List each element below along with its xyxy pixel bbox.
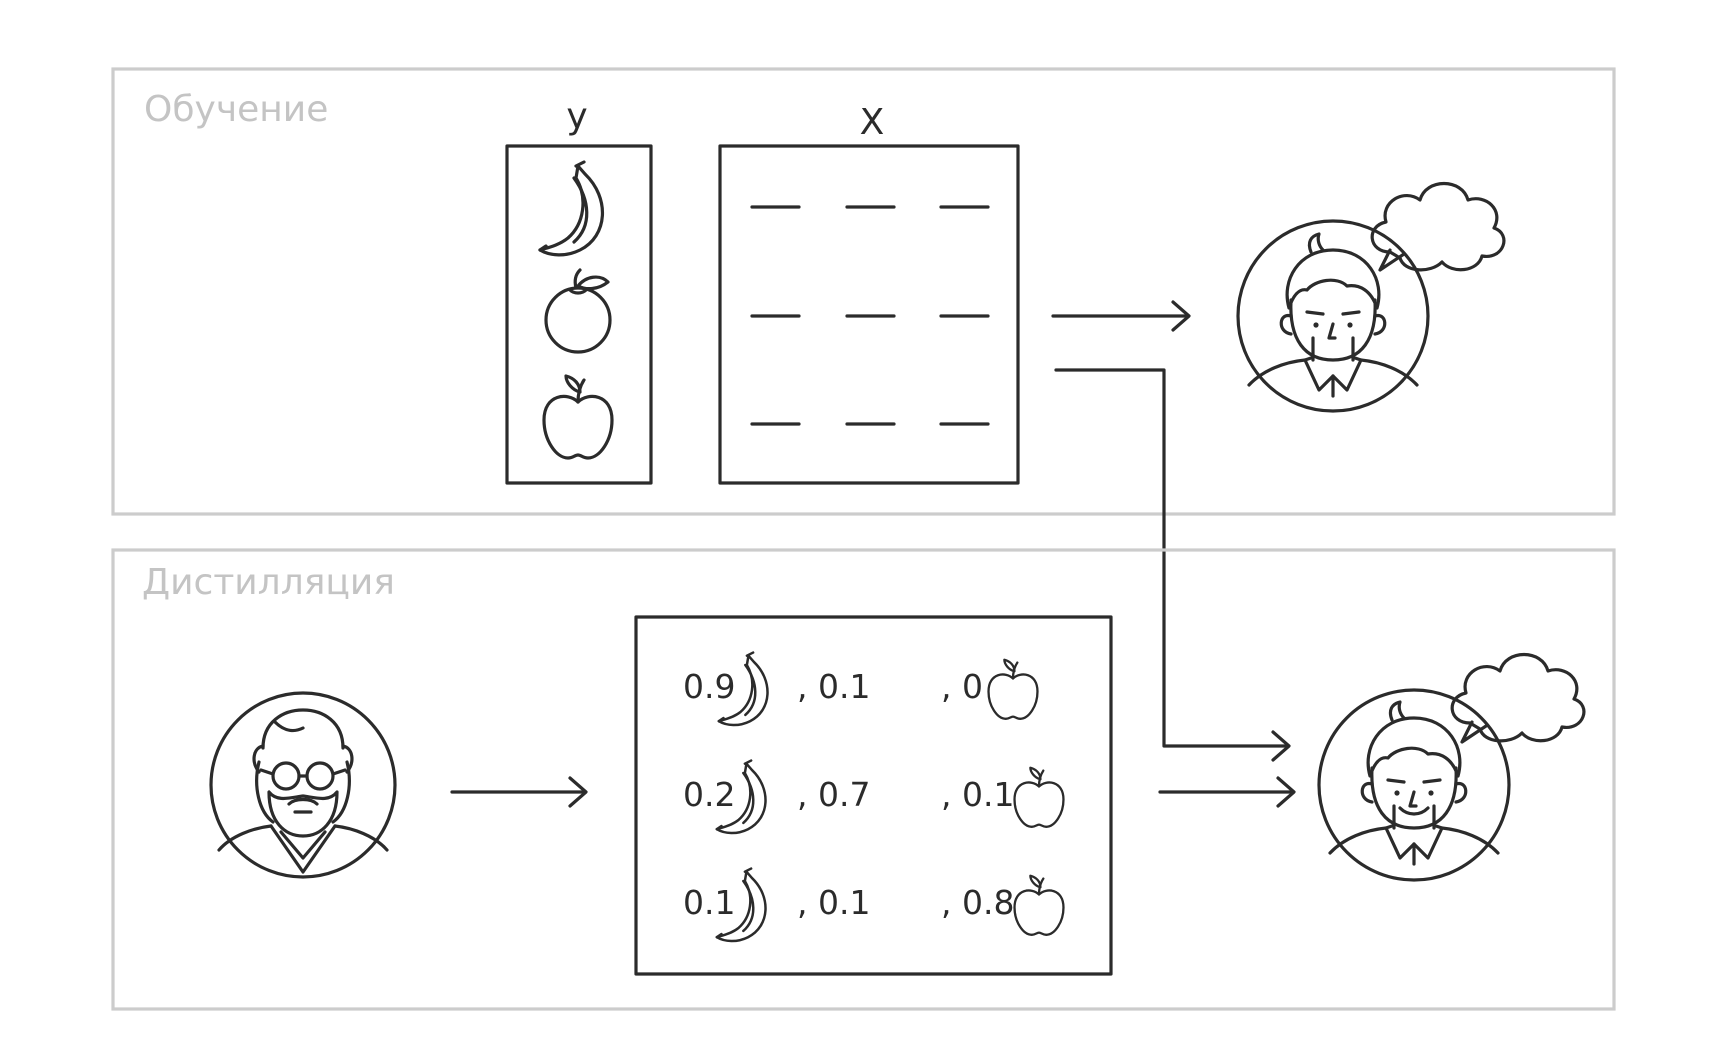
teacher-avatar <box>209 691 397 879</box>
feature-dashes <box>750 205 990 426</box>
arrow-to-soft-labels <box>450 776 588 808</box>
prob-banana: 0.2 <box>683 775 735 814</box>
soft-label-row: 0.1 , 0.1 , 0.8 <box>683 867 1065 943</box>
distillation-section: Дистилляция 0.9 , 0.1 , 0 0.2 , 0.7 , 0.… <box>111 548 1616 1011</box>
prob-apple: , 0 <box>941 667 983 706</box>
student-thought-cloud <box>1370 181 1506 272</box>
apple-icon <box>542 374 614 460</box>
distilled-student-avatar <box>1317 688 1511 882</box>
training-title: Обучение <box>144 89 328 130</box>
banana-icon <box>538 160 605 257</box>
distillation-title: Дистилляция <box>142 562 395 603</box>
data-arrow-to-distilled-student <box>1054 368 1291 762</box>
prob-banana: 0.9 <box>683 667 735 706</box>
x-matrix-box <box>718 144 1020 485</box>
arrow-from-soft-labels <box>1158 776 1296 808</box>
x-matrix-label: X <box>860 102 885 143</box>
apple-icon <box>1013 874 1065 936</box>
distillation-frame <box>111 548 1616 1011</box>
prob-apple: , 0.1 <box>941 775 1014 814</box>
apple-icon <box>987 658 1039 720</box>
prob-orange: , 0.1 <box>797 667 870 706</box>
y-column-label: y <box>566 96 587 137</box>
arrow-to-student <box>1051 300 1191 332</box>
orange-icon <box>544 268 612 354</box>
soft-label-row: 0.2 , 0.7 , 0.1 <box>683 759 1065 835</box>
y-column-box <box>505 144 653 485</box>
soft-label-row: 0.9 , 0.1 , 0 <box>683 651 1039 727</box>
training-section: Обучение y X <box>111 67 1616 516</box>
student-avatar <box>1236 219 1430 413</box>
apple-icon <box>1013 766 1065 828</box>
prob-orange: , 0.7 <box>797 775 870 814</box>
soft-labels-box <box>634 615 1113 976</box>
distilled-student-thought-cloud <box>1450 652 1586 743</box>
prob-orange: , 0.1 <box>797 883 870 922</box>
prob-apple: , 0.8 <box>941 883 1014 922</box>
prob-banana: 0.1 <box>683 883 735 922</box>
training-frame <box>111 67 1616 516</box>
